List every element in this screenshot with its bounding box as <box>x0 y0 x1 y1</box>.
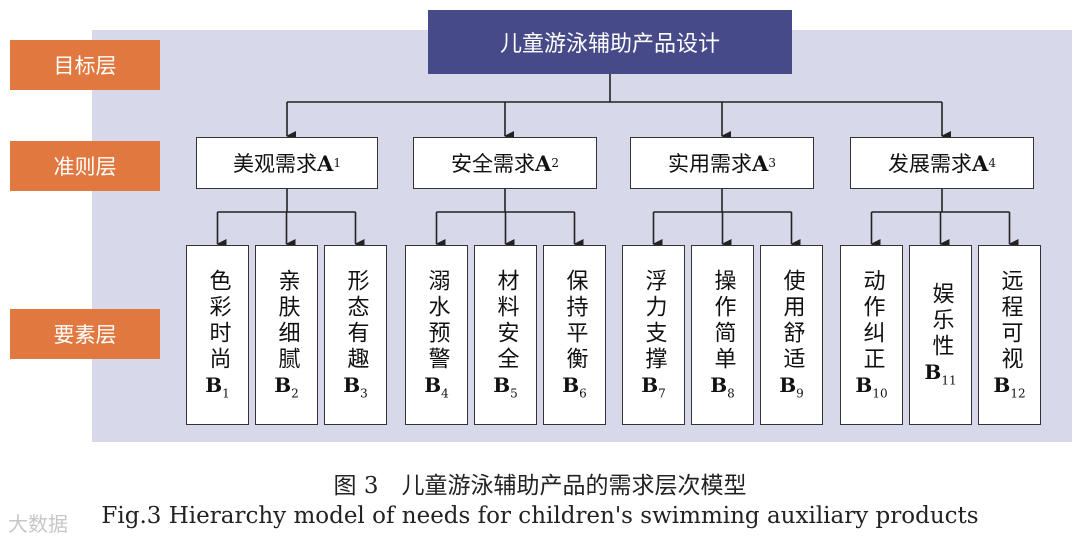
watermark: 大数据 <box>8 512 68 536</box>
element-index: 4 <box>441 386 449 401</box>
element-code-wrap: B5 <box>493 373 518 400</box>
element-code: B <box>710 373 728 398</box>
caption-chinese: 图 3 儿童游泳辅助产品的需求层次模型 <box>333 473 747 499</box>
element-code: B <box>641 373 659 398</box>
criterion-index: 1 <box>333 156 341 170</box>
element-index: 12 <box>1010 386 1026 401</box>
element-label: 娱乐性 <box>928 282 954 361</box>
element-label: 操作简单 <box>710 269 736 374</box>
element-label: 亲肤细腻 <box>274 269 300 374</box>
criterion-index: 4 <box>988 156 996 170</box>
element-index: 10 <box>872 386 888 401</box>
element-index: 1 <box>222 386 230 401</box>
element-code: B <box>924 360 942 385</box>
criterion-index: 3 <box>768 156 776 170</box>
layer-tag-criteria: 准则层 <box>10 141 160 191</box>
element-label: 色彩时尚 <box>205 269 231 374</box>
criterion-code: A <box>317 150 334 176</box>
element-index: 6 <box>579 386 587 401</box>
element-code-wrap: B3 <box>343 373 368 400</box>
criterion-code: A <box>535 150 552 176</box>
element-label: 溺水预警 <box>424 269 450 374</box>
element-index: 8 <box>727 386 735 401</box>
element-code: B <box>343 373 361 398</box>
element-index: 2 <box>291 386 299 401</box>
element-label: 形态有趣 <box>343 269 369 374</box>
element-code-wrap: B12 <box>993 373 1025 400</box>
element-index: 9 <box>796 386 804 401</box>
criterion-code: A <box>972 150 989 176</box>
element-code-wrap: B6 <box>562 373 587 400</box>
criterion-label: 发展需求 <box>888 152 973 176</box>
element-code-wrap: B11 <box>924 360 956 387</box>
layer-tag-goal: 目标层 <box>10 40 160 90</box>
element-code-wrap: B8 <box>710 373 735 400</box>
element-code: B <box>779 373 797 398</box>
element-code-wrap: B7 <box>641 373 666 400</box>
element-code-wrap: B4 <box>424 373 449 400</box>
element-index: 5 <box>510 386 518 401</box>
element-label: 浮力支撑 <box>641 269 667 374</box>
criterion-label: 实用需求 <box>668 152 753 176</box>
element-label: 材料安全 <box>493 269 519 374</box>
element-label: 动作纠正 <box>859 269 885 374</box>
caption-english: Fig.3 Hierarchy model of needs for child… <box>101 503 979 529</box>
element-code-wrap: B10 <box>855 373 887 400</box>
element-label: 远程可视 <box>997 269 1023 374</box>
element-label: 保持平衡 <box>562 269 588 374</box>
element-code: B <box>493 373 511 398</box>
criterion-code: A <box>752 150 769 176</box>
element-code: B <box>274 373 292 398</box>
criterion-index: 2 <box>551 156 559 170</box>
element-index: 7 <box>658 386 666 401</box>
criterion-label: 安全需求 <box>451 152 536 176</box>
element-code: B <box>993 373 1011 398</box>
element-code-wrap: B1 <box>205 373 230 400</box>
element-code-wrap: B9 <box>779 373 804 400</box>
element-index: 11 <box>941 373 957 388</box>
element-code-wrap: B2 <box>274 373 299 400</box>
element-code: B <box>205 373 223 398</box>
layer-tag-element: 要素层 <box>10 309 160 359</box>
criterion-label: 美观需求 <box>233 152 318 176</box>
element-index: 3 <box>360 386 368 401</box>
element-code: B <box>855 373 873 398</box>
element-code: B <box>562 373 580 398</box>
element-code: B <box>424 373 442 398</box>
element-label: 使用舒适 <box>779 269 805 374</box>
goal-node: 儿童游泳辅助产品设计 <box>428 10 792 74</box>
